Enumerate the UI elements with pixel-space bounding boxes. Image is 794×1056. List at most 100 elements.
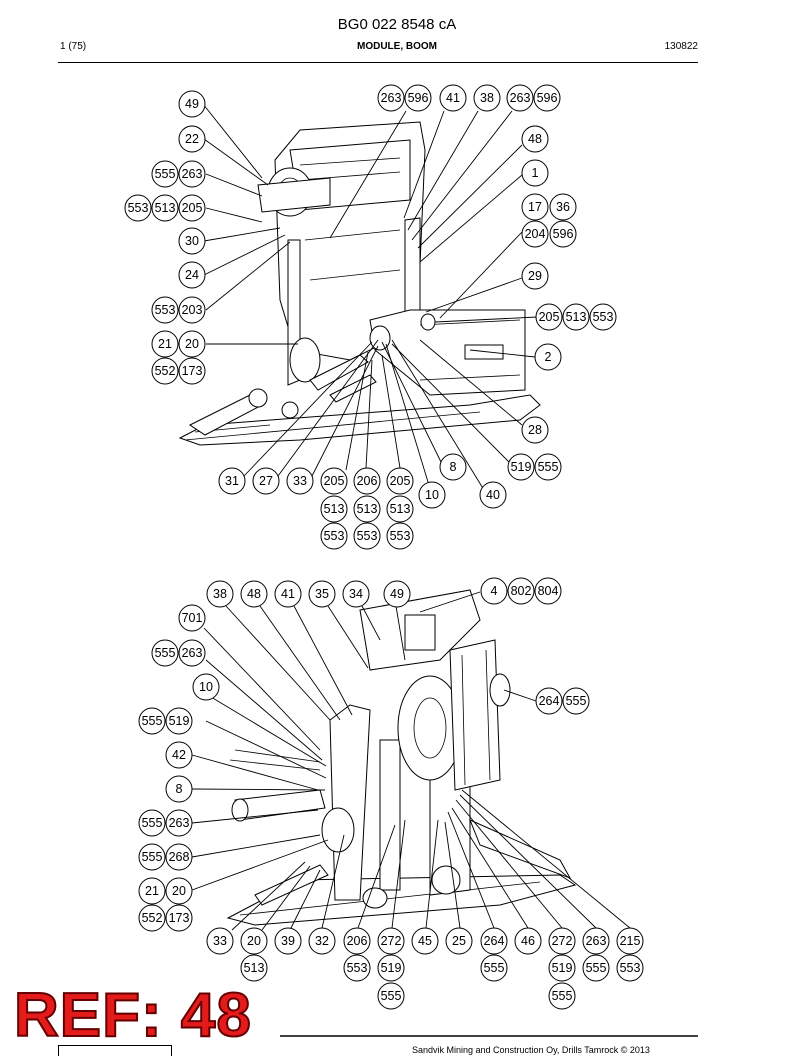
callout: 553 bbox=[343, 954, 371, 982]
callout: 20 bbox=[240, 927, 268, 955]
svg-text:21: 21 bbox=[145, 884, 159, 898]
svg-text:206: 206 bbox=[357, 474, 378, 488]
svg-text:10: 10 bbox=[425, 488, 439, 502]
svg-text:33: 33 bbox=[213, 934, 227, 948]
callout: 519 bbox=[548, 954, 576, 982]
svg-text:33: 33 bbox=[293, 474, 307, 488]
date-code: 130822 bbox=[664, 41, 698, 52]
callout: 596 bbox=[533, 84, 561, 112]
callout: 263 bbox=[165, 809, 193, 837]
callout: 203 bbox=[178, 296, 206, 324]
boom-module-top-illustration bbox=[178, 121, 541, 446]
callout: 49 bbox=[178, 90, 206, 118]
callout: 41 bbox=[274, 580, 302, 608]
callout: 46 bbox=[514, 927, 542, 955]
callout: 553 bbox=[616, 954, 644, 982]
document-title: BG0 022 8548 cA bbox=[337, 16, 457, 33]
callout: 38 bbox=[473, 84, 501, 112]
svg-text:555: 555 bbox=[155, 167, 176, 181]
svg-text:173: 173 bbox=[182, 364, 203, 378]
callout: 263 bbox=[582, 927, 610, 955]
callouts-top: 49 22 555 263 553 513 205 30 24 553 203 … bbox=[124, 84, 617, 550]
svg-text:21: 21 bbox=[158, 337, 172, 351]
svg-text:41: 41 bbox=[446, 91, 460, 105]
svg-text:555: 555 bbox=[142, 714, 163, 728]
leader-lines-bottom bbox=[191, 591, 631, 931]
svg-text:553: 553 bbox=[155, 303, 176, 317]
svg-text:263: 263 bbox=[586, 934, 607, 948]
callout: 48 bbox=[240, 580, 268, 608]
callout: 553 bbox=[589, 303, 617, 331]
svg-text:555: 555 bbox=[566, 694, 587, 708]
callout: 596 bbox=[549, 220, 577, 248]
callout: 555 bbox=[138, 843, 166, 871]
page-number: 1 (75) bbox=[60, 41, 87, 52]
svg-text:46: 46 bbox=[521, 934, 535, 948]
svg-text:263: 263 bbox=[182, 646, 203, 660]
callout: 4 bbox=[480, 577, 508, 605]
ref-overlay-label: REF: 48 bbox=[13, 981, 252, 1050]
svg-text:519: 519 bbox=[381, 961, 402, 975]
callout: 38 bbox=[206, 580, 234, 608]
callout: 42 bbox=[165, 741, 193, 769]
svg-text:596: 596 bbox=[408, 91, 429, 105]
svg-text:24: 24 bbox=[185, 268, 199, 282]
footer-logo bbox=[58, 1045, 172, 1056]
svg-text:555: 555 bbox=[142, 850, 163, 864]
callout: 32 bbox=[308, 927, 336, 955]
callout: 513 bbox=[353, 495, 381, 523]
callout: 263 bbox=[178, 639, 206, 667]
callout: 272 bbox=[548, 927, 576, 955]
svg-text:20: 20 bbox=[172, 884, 186, 898]
callout: 33 bbox=[286, 467, 314, 495]
svg-text:36: 36 bbox=[556, 200, 570, 214]
svg-text:20: 20 bbox=[247, 934, 261, 948]
callout: 8 bbox=[439, 453, 467, 481]
callout: 204 bbox=[521, 220, 549, 248]
callout: 555 bbox=[548, 982, 576, 1010]
callout: 31 bbox=[218, 467, 246, 495]
svg-text:49: 49 bbox=[185, 97, 199, 111]
svg-text:22: 22 bbox=[185, 132, 199, 146]
svg-text:39: 39 bbox=[281, 934, 295, 948]
svg-text:555: 555 bbox=[552, 989, 573, 1003]
callout: 22 bbox=[178, 125, 206, 153]
svg-text:38: 38 bbox=[480, 91, 494, 105]
callout: 553 bbox=[320, 522, 348, 550]
svg-text:34: 34 bbox=[349, 587, 363, 601]
callout: 513 bbox=[240, 954, 268, 982]
svg-text:553: 553 bbox=[620, 961, 641, 975]
svg-text:203: 203 bbox=[182, 303, 203, 317]
callout: 513 bbox=[386, 495, 414, 523]
callout: 263 bbox=[506, 84, 534, 112]
svg-text:555: 555 bbox=[586, 961, 607, 975]
callout: 48 bbox=[521, 125, 549, 153]
callout: 802 bbox=[507, 577, 535, 605]
callout: 205 bbox=[178, 194, 206, 222]
svg-text:555: 555 bbox=[381, 989, 402, 1003]
svg-text:553: 553 bbox=[593, 310, 614, 324]
callout: 555 bbox=[138, 707, 166, 735]
svg-text:48: 48 bbox=[247, 587, 261, 601]
svg-text:555: 555 bbox=[538, 460, 559, 474]
callout: 10 bbox=[192, 673, 220, 701]
svg-text:513: 513 bbox=[244, 961, 265, 975]
callout: 555 bbox=[151, 639, 179, 667]
header-rule bbox=[58, 62, 698, 63]
svg-text:552: 552 bbox=[142, 911, 163, 925]
callout: 206 bbox=[343, 927, 371, 955]
leader-lines-top bbox=[202, 103, 538, 491]
callout: 34 bbox=[342, 580, 370, 608]
callout: 264 bbox=[535, 687, 563, 715]
svg-text:205: 205 bbox=[390, 474, 411, 488]
svg-text:519: 519 bbox=[169, 714, 190, 728]
svg-text:49: 49 bbox=[390, 587, 404, 601]
svg-text:205: 205 bbox=[324, 474, 345, 488]
svg-text:263: 263 bbox=[510, 91, 531, 105]
callout: 25 bbox=[445, 927, 473, 955]
callout: 596 bbox=[404, 84, 432, 112]
svg-text:553: 553 bbox=[128, 201, 149, 215]
callout: 519 bbox=[377, 954, 405, 982]
svg-text:555: 555 bbox=[155, 646, 176, 660]
svg-text:8: 8 bbox=[176, 782, 183, 796]
